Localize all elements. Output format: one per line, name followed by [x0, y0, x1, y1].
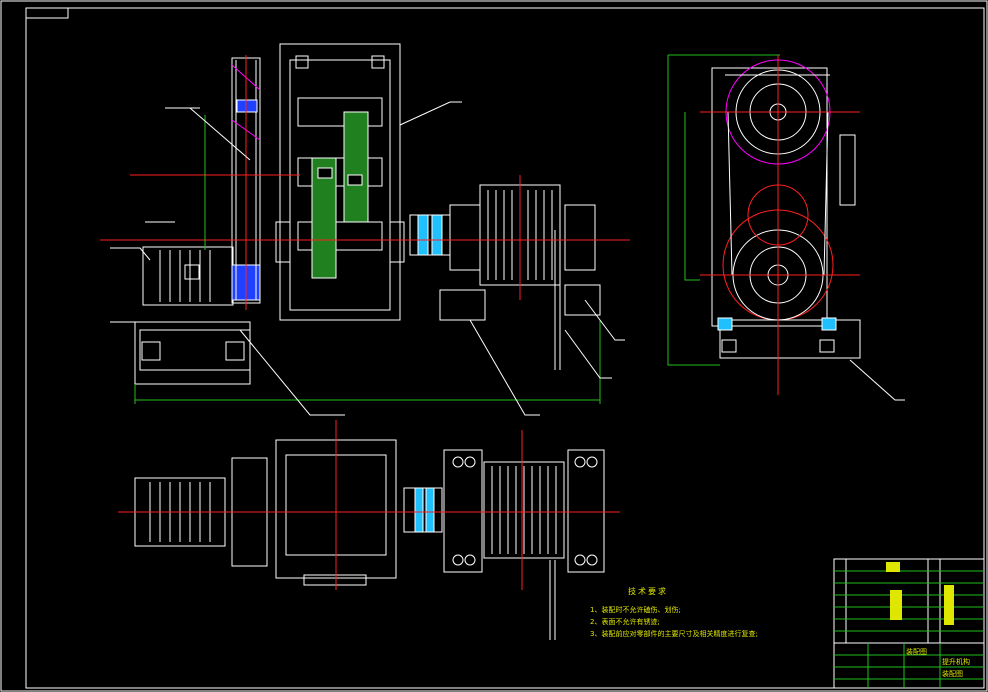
motor-base	[134, 321, 251, 385]
title-block	[833, 558, 985, 689]
motor	[142, 246, 234, 306]
notes-title: 技术要求	[628, 587, 668, 596]
note-item: 2、表面不允许有锈迹;	[590, 618, 660, 626]
side-base	[719, 319, 861, 359]
note-item: 3、装配前应对零部件的主要尺寸及相关精度进行复查;	[590, 630, 758, 638]
title-block-name-2: 装配图	[942, 670, 963, 678]
drum-top	[483, 461, 565, 559]
note-item: 1、装配时不允许磕伤、划伤;	[590, 606, 681, 614]
side-view	[667, 54, 905, 401]
gearbox	[279, 43, 401, 321]
front-view	[100, 43, 630, 416]
title-block-name-1: 提升机构	[942, 658, 970, 666]
top-view	[118, 420, 620, 640]
title-block-label: 装配图	[906, 648, 927, 656]
coupling	[409, 214, 451, 256]
gearbox-side	[711, 67, 828, 327]
